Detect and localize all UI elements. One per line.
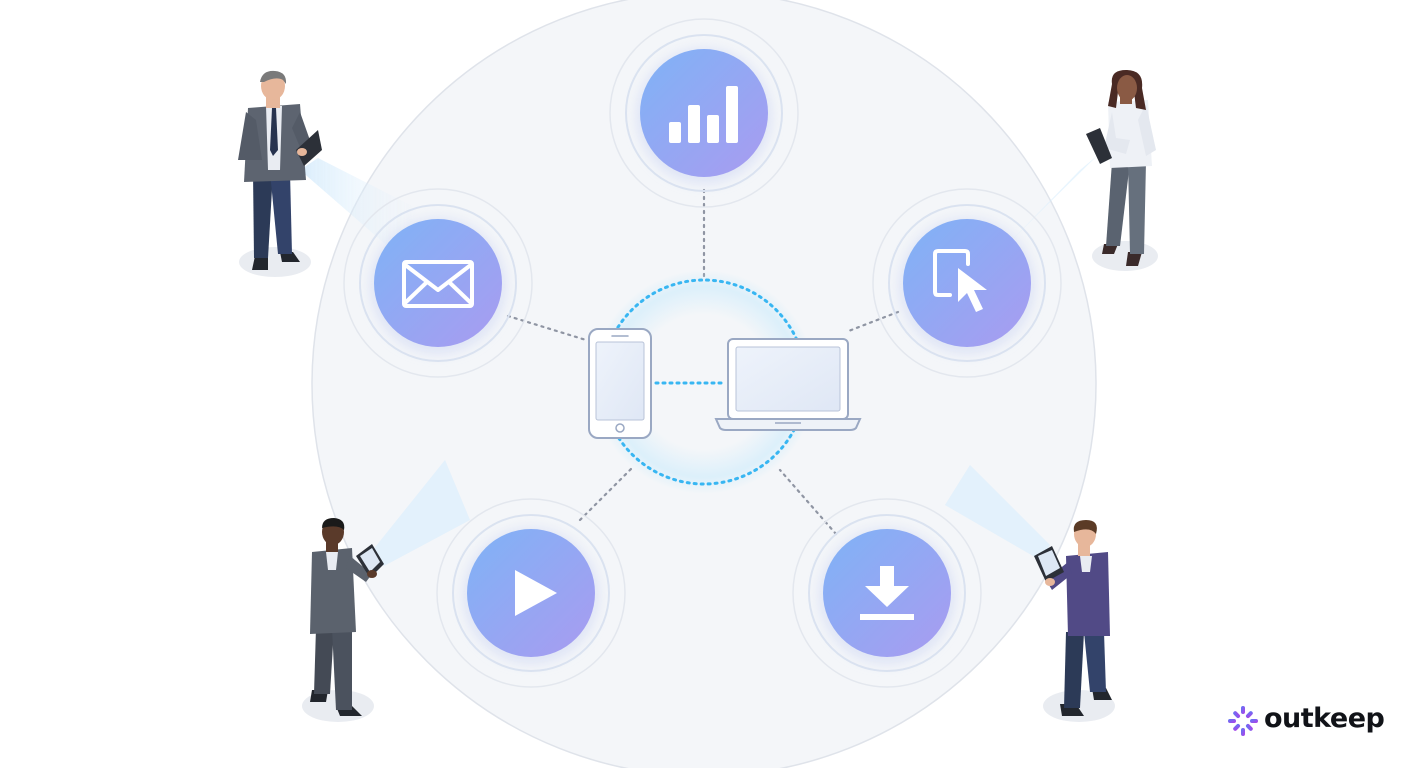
beam-bottom-right (945, 465, 1050, 560)
node-email[interactable] (343, 188, 533, 378)
node-download[interactable] (792, 498, 982, 688)
envelope-icon (402, 260, 474, 308)
bar-chart-icon (669, 86, 738, 143)
node-interactive[interactable] (872, 188, 1062, 378)
laptop-icon (714, 338, 862, 431)
beam-bottom-left (368, 460, 470, 566)
person-top-right (1086, 70, 1158, 271)
connectors (506, 188, 900, 536)
hub (588, 270, 862, 494)
node-video[interactable] (436, 498, 626, 688)
tablet-beams (300, 155, 1098, 566)
connector-video (578, 466, 634, 522)
beam-top-left (300, 158, 420, 250)
brand-logo[interactable]: outkeep (1226, 702, 1385, 734)
connector-email (506, 314, 588, 342)
spark-k-icon (1228, 706, 1258, 736)
person-bottom-right (1034, 520, 1115, 722)
node-analytics[interactable] (609, 18, 799, 208)
cursor-click-icon (933, 249, 987, 312)
person-top-left (238, 70, 322, 277)
connector-download (778, 468, 838, 536)
download-icon (860, 566, 914, 620)
connector-interactive (844, 310, 900, 334)
smartphone-icon (588, 328, 652, 439)
brand-name: outkeep (1264, 702, 1385, 734)
brand-logo-spacer (1226, 702, 1258, 734)
person-bottom-left (302, 518, 384, 722)
play-icon (515, 570, 557, 616)
